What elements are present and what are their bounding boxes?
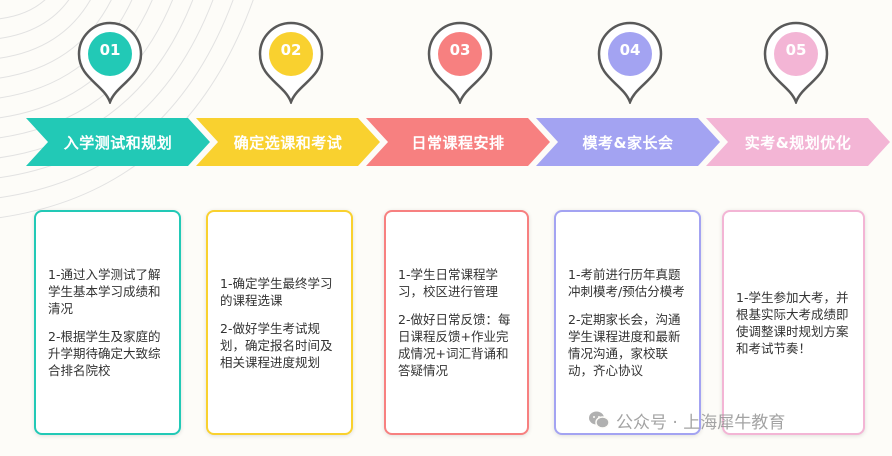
step-4-banner: 模考&家长会 — [536, 118, 720, 166]
step-number: 05 — [785, 41, 807, 59]
step-title: 日常课程安排 — [411, 133, 505, 152]
step-number: 02 — [280, 41, 302, 59]
card-text: 1-考前进行历年真题冲刺模考/预估分模考 — [568, 267, 685, 299]
step-1-marker: 01 — [71, 20, 149, 104]
step-3-card: 1-学生日常课程学习，校区进行管理 2-做好日常反馈：每日课程反馈+作业完成情况+… — [384, 210, 529, 435]
chevron-shape — [706, 118, 890, 166]
card-text: 1-学生参加大考，并根基实际大考成绩即使调整课时规划方案和考试节奏！ — [736, 289, 849, 356]
card-text: 1-学生日常课程学习，校区进行管理 — [398, 267, 499, 299]
step-5-card: 1-学生参加大考，并根基实际大考成绩即使调整课时规划方案和考试节奏！ — [722, 210, 865, 435]
card-text: 2-定期家长会，沟通学生课程进度和最新情况沟通，家校联动，齐心协议 — [568, 312, 681, 378]
step-title: 模考&家长会 — [582, 133, 674, 152]
step-title: 实考&规划优化 — [744, 133, 852, 152]
step-1-banner: 入学测试和规划 — [26, 118, 210, 166]
wechat-icon — [589, 411, 610, 429]
step-number: 01 — [99, 41, 121, 59]
watermark: 公众号 · 上海犀牛教育 — [588, 407, 785, 433]
step-2-banner: 确定选课和考试 — [196, 118, 380, 166]
map-pin-icon — [77, 21, 143, 104]
chevron-shape — [366, 118, 550, 166]
card-text: 2-做好日常反馈：每日课程反馈+作业完成情况+词汇背诵和答疑情况 — [398, 312, 511, 378]
step-title: 入学测试和规划 — [63, 133, 173, 152]
step-title: 确定选课和考试 — [233, 133, 343, 152]
card-text: 2-做好学生考试规划，确定报名时间及相关课程进度规划 — [220, 320, 333, 370]
chevron-shape — [26, 118, 210, 166]
map-pin-icon — [763, 21, 829, 104]
step-3-marker: 03 — [421, 20, 499, 104]
card-text: 1-确定学生最终学习的课程选课 — [220, 275, 333, 308]
card-text: 1-通过入学测试了解学生基本学习成绩和清况 — [48, 267, 161, 316]
map-pin-icon — [597, 21, 663, 104]
step-5-banner: 实考&规划优化 — [706, 118, 890, 166]
map-pin-icon — [427, 21, 493, 104]
step-5-marker: 05 — [757, 20, 835, 104]
map-pin-icon — [258, 21, 324, 104]
card-text: 2-根据学生及家庭的升学期待确定大致综合排名院校 — [48, 329, 161, 378]
chevron-shape — [536, 118, 720, 166]
step-4-marker: 04 — [591, 20, 669, 104]
step-number: 04 — [619, 41, 641, 59]
step-3-banner: 日常课程安排 — [366, 118, 550, 166]
step-1-card: 1-通过入学测试了解学生基本学习成绩和清况 2-根据学生及家庭的升学期待确定大致综… — [34, 210, 181, 435]
watermark-text: 公众号 · 上海犀牛教育 — [616, 412, 786, 433]
step-2-card: 1-确定学生最终学习的课程选课 2-做好学生考试规划，确定报名时间及相关课程进度规… — [206, 210, 353, 435]
chevron-shape — [196, 118, 380, 166]
step-4-card: 1-考前进行历年真题冲刺模考/预估分模考 2-定期家长会，沟通学生课程进度和最新情… — [554, 210, 701, 435]
step-2-marker: 02 — [252, 20, 330, 104]
step-number: 03 — [449, 41, 471, 59]
